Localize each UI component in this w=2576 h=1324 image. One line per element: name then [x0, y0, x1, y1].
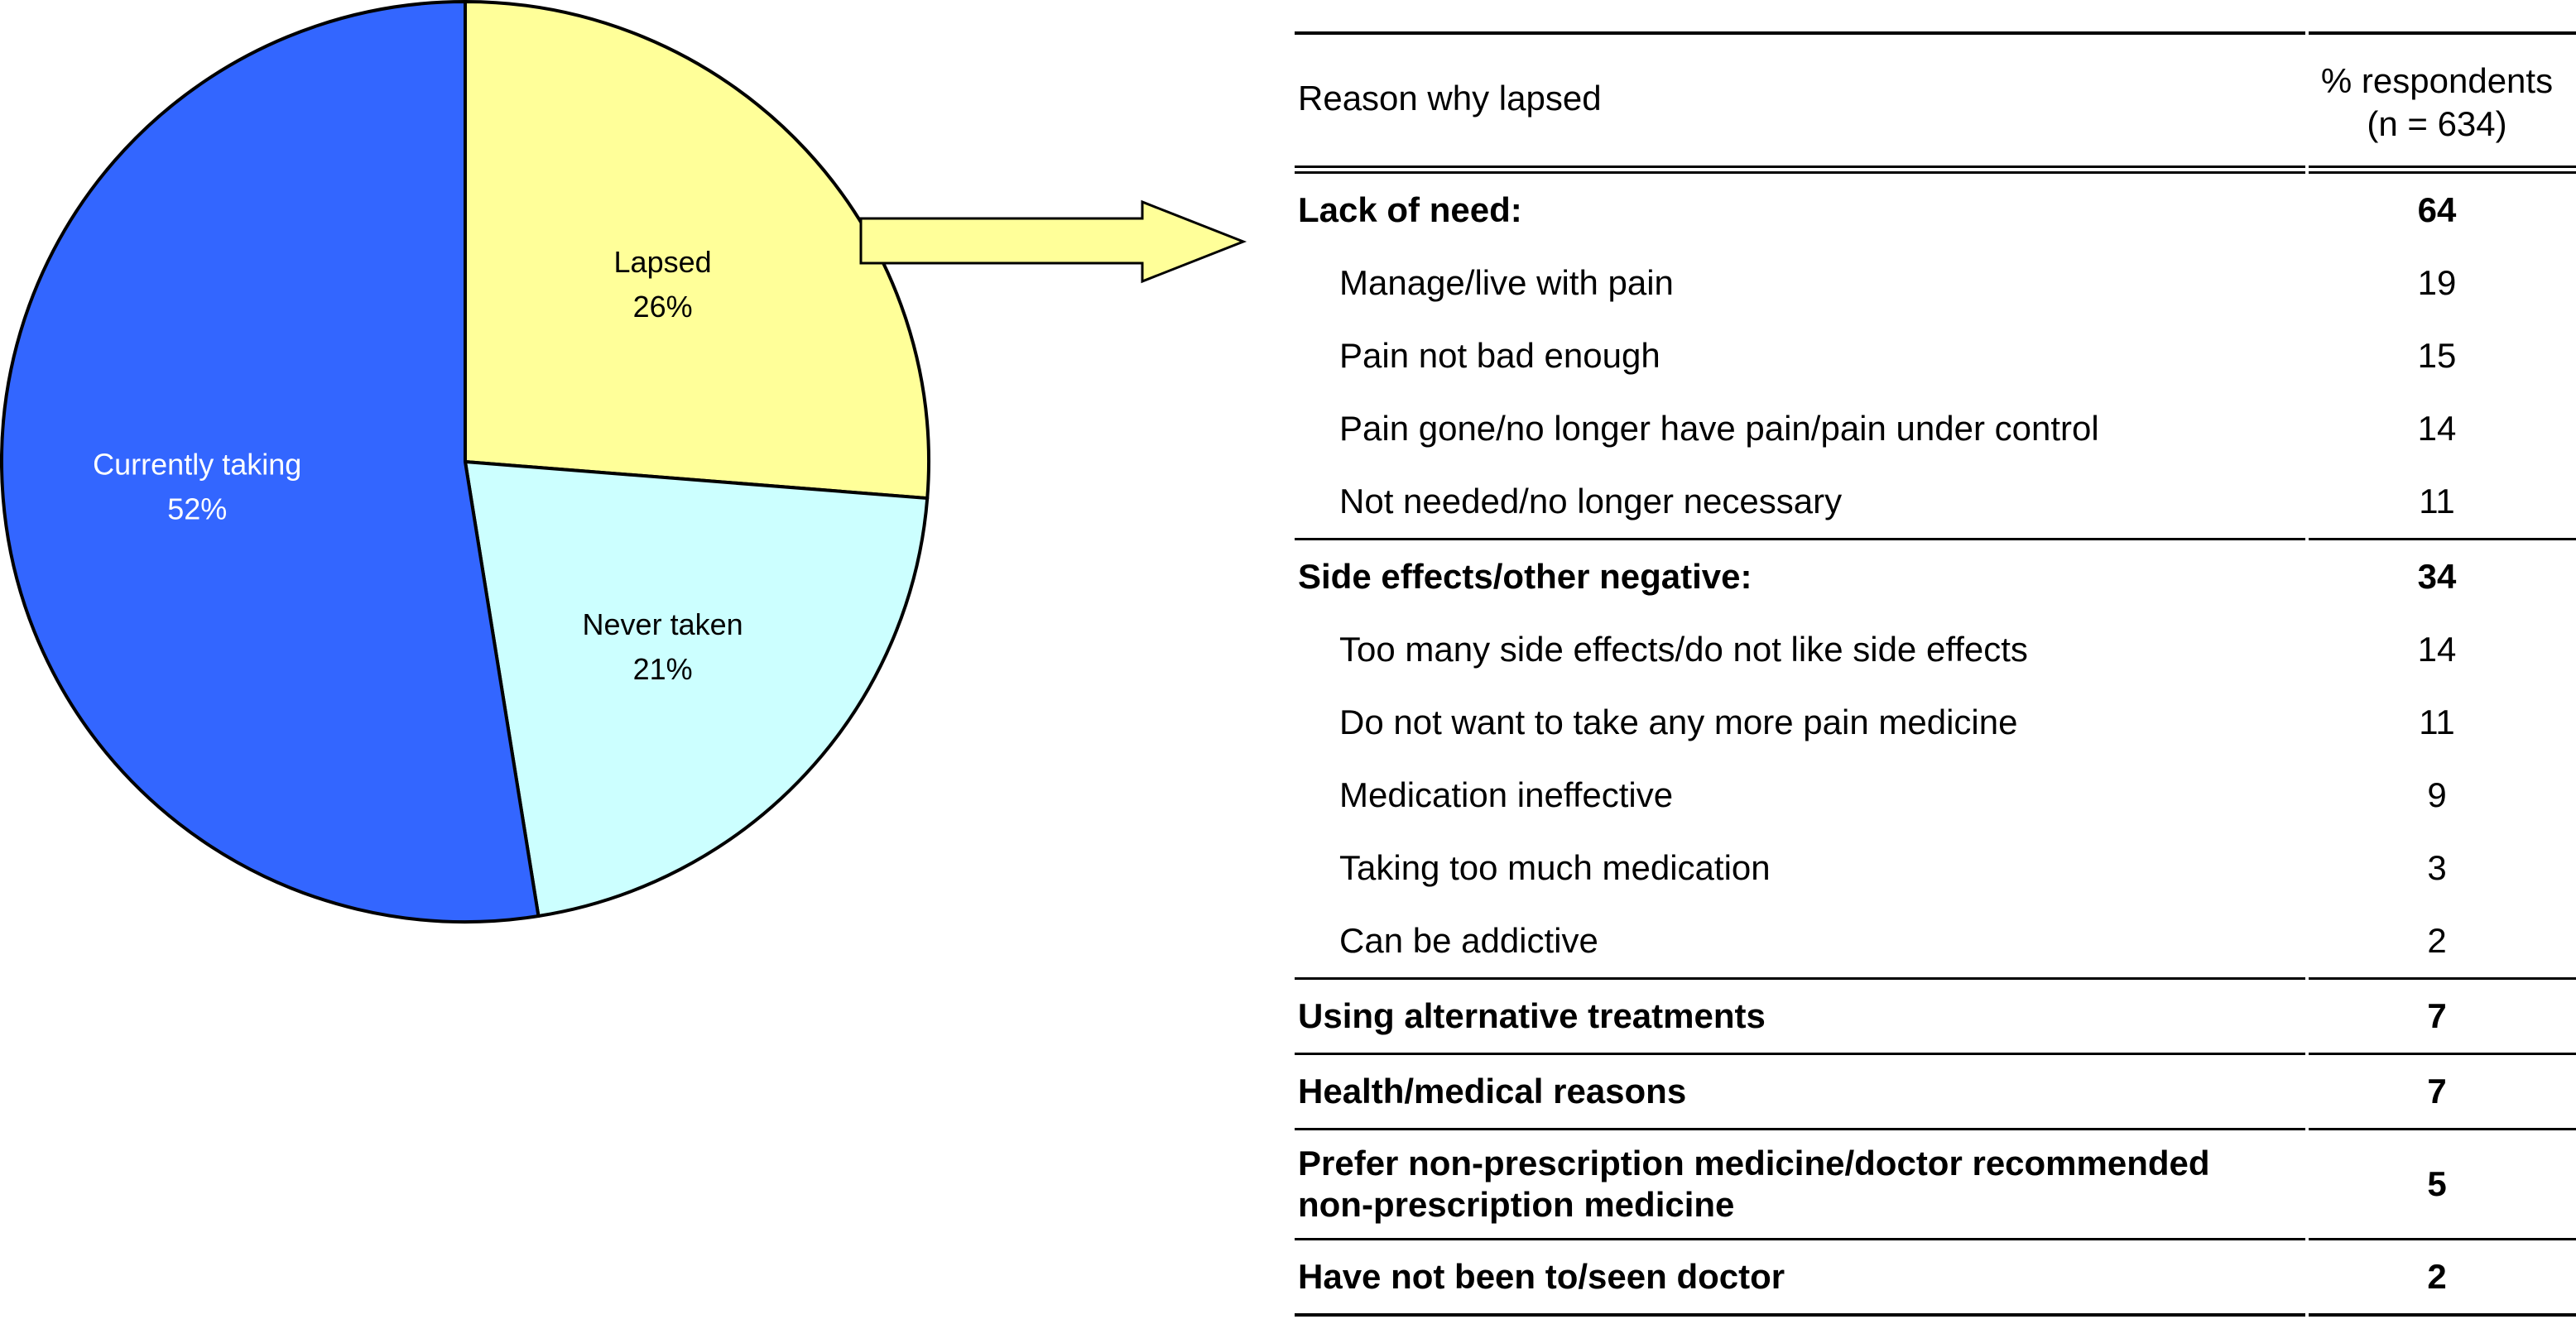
row-percent: 15: [2417, 336, 2457, 375]
pie-label-lapsed: Lapsed: [614, 245, 712, 279]
row-reason: Have not been to/seen doctor: [1298, 1257, 1785, 1296]
pie-chart: Lapsed 26% Never taken 21% Currently taking 5…: [0, 0, 1247, 923]
row-reason: Too many side effects/do not like side e…: [1339, 630, 2028, 669]
row-percent: 19: [2417, 263, 2457, 302]
row-percent: 64: [2417, 190, 2457, 229]
row-percent: 5: [2427, 1164, 2447, 1203]
row-percent: 14: [2417, 630, 2457, 669]
item-row: Taking too much medication 3: [1295, 832, 2576, 904]
row-reason: Medication ineffective: [1339, 775, 1674, 814]
pie-value-lapsed: 26%: [633, 290, 693, 324]
header-sample-size: (n = 634): [2367, 104, 2507, 143]
row-percent: 7: [2427, 996, 2447, 1035]
lapse-reasons-table: Reason why lapsed % respondents (n = 634…: [1295, 31, 2576, 1317]
category-row: Prefer non-prescription medicine/doctor …: [1295, 1128, 2576, 1238]
pie-value-currently-taking: 52%: [167, 492, 227, 526]
row-reason: Pain not bad enough: [1339, 336, 1660, 375]
category-row: Using alternative treatments 7: [1295, 977, 2576, 1053]
item-row: Pain gone/no longer have pain/pain under…: [1295, 392, 2576, 465]
row-reason: Prefer non-prescription medicine/doctor …: [1298, 1144, 2210, 1224]
item-row: Too many side effects/do not like side e…: [1295, 613, 2576, 686]
row-reason: Can be addictive: [1339, 921, 1598, 960]
item-row: Can be addictive 2: [1295, 904, 2576, 977]
row-reason: Taking too much medication: [1339, 848, 1771, 887]
row-percent: 2: [2427, 1257, 2447, 1296]
pie-slice-never-taken: [464, 460, 930, 919]
pie-labels: Lapsed 26% Never taken 21% Currently taking 5…: [93, 245, 743, 686]
callout-arrow: [859, 199, 1247, 284]
category-row: Health/medical reasons 7: [1295, 1053, 2576, 1128]
row-percent: 14: [2417, 409, 2457, 448]
item-row: Not needed/no longer necessary 11: [1295, 465, 2576, 538]
row-reason: Lack of need:: [1298, 190, 1522, 229]
column-separator: [2305, 31, 2309, 1317]
table-header: Reason why lapsed % respondents (n = 634…: [1295, 31, 2576, 174]
item-row: Manage/live with pain 19: [1295, 247, 2576, 319]
row-percent: 9: [2427, 775, 2447, 814]
row-percent: 11: [2419, 482, 2455, 520]
row-reason: Side effects/other negative:: [1298, 557, 1752, 596]
row-percent: 11: [2419, 703, 2455, 741]
category-row: Lack of need: 64: [1295, 174, 2576, 247]
category-row: Side effects/other negative: 34: [1295, 538, 2576, 613]
item-row: Pain not bad enough 15: [1295, 319, 2576, 392]
header-percent: % respondents (n = 634): [2308, 60, 2566, 146]
row-percent: 7: [2427, 1072, 2447, 1111]
pie-slice-lapsed: [464, 0, 930, 501]
row-percent: 3: [2427, 848, 2447, 887]
pie-label-never-taken: Never taken: [583, 607, 743, 641]
category-row: Have not been to/seen doctor 2: [1295, 1238, 2576, 1317]
row-reason: Health/medical reasons: [1298, 1072, 1687, 1111]
row-percent: 34: [2417, 557, 2457, 596]
row-reason: Pain gone/no longer have pain/pain under…: [1339, 409, 2099, 448]
pie-slice-currently-taking: [0, 0, 541, 923]
item-row: Medication ineffective 9: [1295, 759, 2576, 832]
header-reason: Reason why lapsed: [1298, 79, 1602, 118]
row-reason: Do not want to take any more pain medici…: [1339, 703, 2018, 741]
item-row: Do not want to take any more pain medici…: [1295, 686, 2576, 759]
pie-value-never-taken: 21%: [633, 652, 693, 686]
row-reason: Manage/live with pain: [1339, 263, 1674, 302]
row-reason: Not needed/no longer necessary: [1339, 482, 1843, 520]
row-percent: 2: [2427, 921, 2447, 960]
header-percent-title: % respondents: [2320, 61, 2554, 100]
pie-slices: [0, 0, 930, 923]
row-reason: Using alternative treatments: [1298, 996, 1766, 1035]
pie-label-currently-taking: Currently taking: [93, 448, 301, 482]
